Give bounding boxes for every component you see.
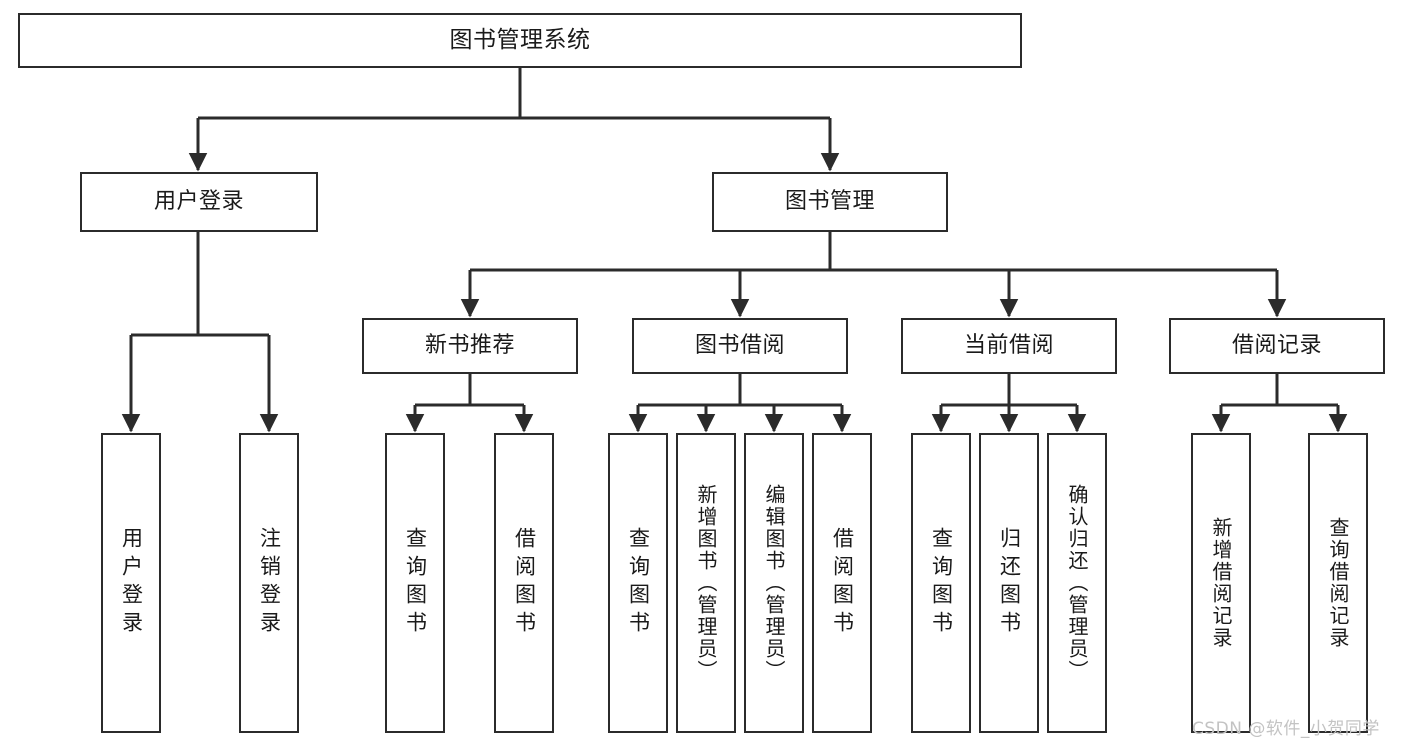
node-leaf-user-login-label: 用户登录 — [119, 527, 144, 639]
node-leaf-user-logout[interactable]: 注销登录 — [239, 433, 299, 733]
node-leaf-borrow-book-1[interactable]: 借阅图书 — [494, 433, 554, 733]
node-user-login-label: 用户登录 — [153, 188, 244, 214]
node-leaf-confirm-return-label: 确认归还（管理员） — [1065, 484, 1089, 682]
node-borrow-record-label: 借阅记录 — [1231, 332, 1322, 358]
node-leaf-return-book[interactable]: 归还图书 — [979, 433, 1039, 733]
node-leaf-borrow-book-2-label: 借阅图书 — [830, 527, 855, 639]
node-leaf-add-record-label: 新增借阅记录 — [1209, 517, 1233, 649]
node-leaf-add-book-label: 新增图书（管理员） — [694, 484, 718, 682]
node-leaf-confirm-return[interactable]: 确认归还（管理员） — [1047, 433, 1107, 733]
node-leaf-query-book-2[interactable]: 查询图书 — [608, 433, 668, 733]
node-user-login[interactable]: 用户登录 — [80, 172, 318, 232]
node-leaf-borrow-book-1-label: 借阅图书 — [512, 527, 537, 639]
node-root-label: 图书管理系统 — [449, 26, 591, 53]
node-new-book-rec[interactable]: 新书推荐 — [362, 318, 578, 374]
node-leaf-query-book-1[interactable]: 查询图书 — [385, 433, 445, 733]
node-leaf-query-record-label: 查询借阅记录 — [1326, 517, 1350, 649]
node-root[interactable]: 图书管理系统 — [18, 13, 1022, 68]
node-new-book-rec-label: 新书推荐 — [424, 332, 515, 358]
node-leaf-add-book[interactable]: 新增图书（管理员） — [676, 433, 736, 733]
node-current-borrow-label: 当前借阅 — [963, 332, 1054, 358]
node-leaf-query-book-3[interactable]: 查询图书 — [911, 433, 971, 733]
csdn-watermark: CSDN @软件_小贺同学 — [1192, 719, 1380, 739]
node-leaf-user-login[interactable]: 用户登录 — [101, 433, 161, 733]
node-leaf-add-record[interactable]: 新增借阅记录 — [1191, 433, 1251, 733]
node-leaf-edit-book[interactable]: 编辑图书（管理员） — [744, 433, 804, 733]
node-book-manage-label: 图书管理 — [784, 188, 875, 214]
node-leaf-edit-book-label: 编辑图书（管理员） — [762, 484, 786, 682]
node-book-manage[interactable]: 图书管理 — [712, 172, 948, 232]
node-borrow-record[interactable]: 借阅记录 — [1169, 318, 1385, 374]
node-leaf-return-book-label: 归还图书 — [997, 527, 1022, 639]
node-leaf-user-logout-label: 注销登录 — [257, 527, 282, 639]
node-leaf-query-book-2-label: 查询图书 — [626, 527, 651, 639]
node-book-borrow-label: 图书借阅 — [694, 332, 785, 358]
node-leaf-query-book-3-label: 查询图书 — [929, 527, 954, 639]
node-leaf-query-book-1-label: 查询图书 — [403, 527, 428, 639]
node-leaf-borrow-book-2[interactable]: 借阅图书 — [812, 433, 872, 733]
node-book-borrow[interactable]: 图书借阅 — [632, 318, 848, 374]
node-leaf-query-record[interactable]: 查询借阅记录 — [1308, 433, 1368, 733]
node-current-borrow[interactable]: 当前借阅 — [901, 318, 1117, 374]
